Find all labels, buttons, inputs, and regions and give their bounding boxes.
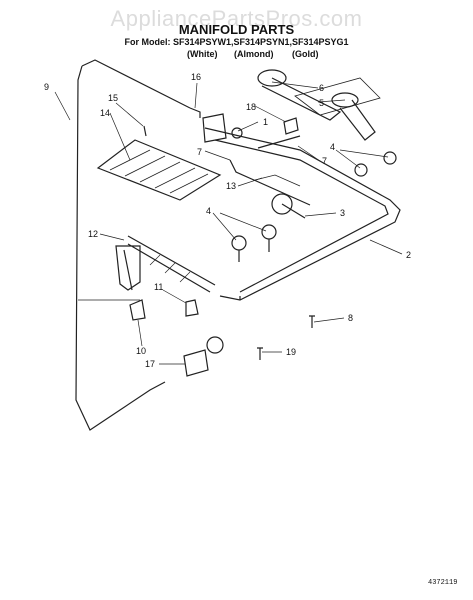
callout-13: 13 xyxy=(226,181,236,191)
callout-9: 9 xyxy=(44,82,49,92)
orifice-d xyxy=(383,151,397,165)
callout-labels: 1 2 3 4 4 5 6 7 7 8 9 10 11 12 13 14 15 … xyxy=(44,72,411,369)
thermostat-17 xyxy=(183,336,224,377)
callout-5: 5 xyxy=(319,98,324,108)
callout-8: 8 xyxy=(348,313,353,323)
igniter-wire xyxy=(254,174,301,187)
burner-small xyxy=(331,92,376,141)
manifold-pipe xyxy=(204,127,401,301)
callout-11: 11 xyxy=(154,282,163,292)
model-line: For Model: SF314PSYW1,SF314PSYN1,SF314PS… xyxy=(124,37,349,47)
bracket-11 xyxy=(185,299,199,317)
callout-4a: 4 xyxy=(206,206,211,216)
diagram-title: MANIFOLD PARTS xyxy=(178,22,295,37)
clip-15 xyxy=(143,125,147,137)
callout-3: 3 xyxy=(340,208,345,218)
bracket-18 xyxy=(283,117,299,135)
burner-valve-3 xyxy=(271,193,306,219)
screw-8 xyxy=(309,315,315,328)
callout-10: 10 xyxy=(136,346,146,356)
callout-6: 6 xyxy=(319,83,324,93)
clip-10 xyxy=(129,299,146,321)
color-white: (White) xyxy=(187,49,218,59)
orifice-b xyxy=(261,224,277,252)
document-id: 4372119 xyxy=(428,579,458,587)
oven-burner-tube xyxy=(115,235,216,293)
callout-17: 17 xyxy=(145,359,155,369)
callout-19: 19 xyxy=(286,347,296,357)
burner-large xyxy=(257,69,342,121)
orifice-c xyxy=(354,163,368,177)
heat-shield xyxy=(96,139,222,201)
callout-4b: 4 xyxy=(330,142,335,152)
pressure-regulator xyxy=(202,113,227,143)
color-gold: (Gold) xyxy=(292,49,319,59)
screw-19 xyxy=(257,347,263,360)
callout-7b: 7 xyxy=(322,156,327,166)
fitting-16 xyxy=(189,107,201,118)
watermark: AppliancePartsPros.com xyxy=(110,6,363,31)
callout-14: 14 xyxy=(100,108,110,118)
callout-2: 2 xyxy=(406,250,411,260)
callout-12: 12 xyxy=(88,229,98,239)
orifice-a xyxy=(231,235,247,262)
callout-7a: 7 xyxy=(197,147,202,157)
callout-1: 1 xyxy=(263,117,268,127)
color-almond: (Almond) xyxy=(234,49,274,59)
callout-16: 16 xyxy=(191,72,201,82)
callout-15: 15 xyxy=(108,93,118,103)
gas-tube xyxy=(75,59,191,431)
callout-18: 18 xyxy=(246,102,256,112)
